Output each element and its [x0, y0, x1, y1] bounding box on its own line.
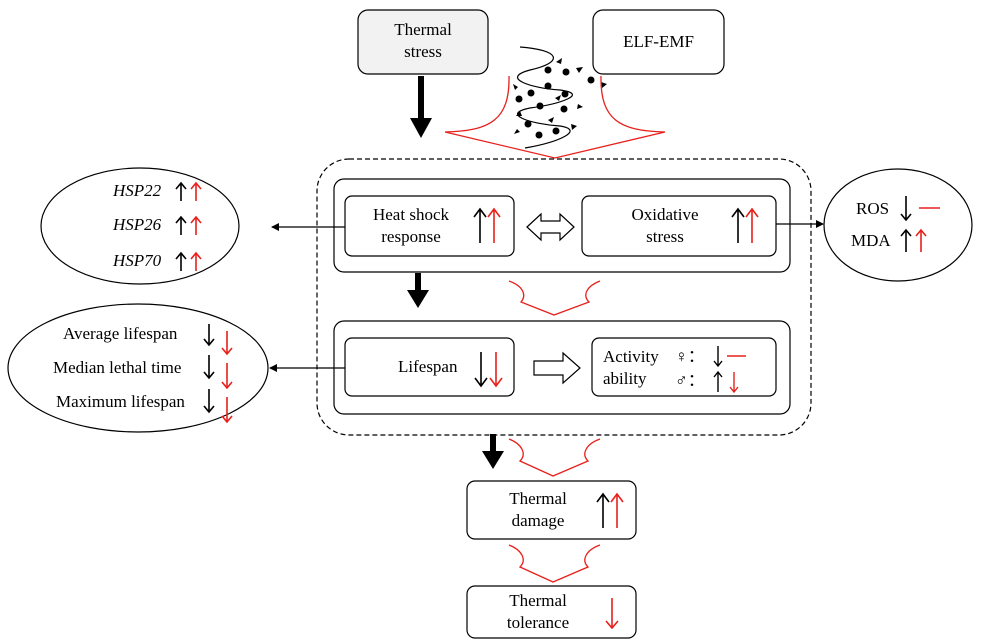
average-lifespan-label: Average lifespan: [63, 324, 178, 343]
damage-change-marks: [596, 492, 624, 528]
down-arrow-to-damage: [482, 434, 504, 469]
ros-label: ROS: [856, 199, 890, 218]
lifespan-label: Lifespan: [398, 357, 458, 376]
male-activity-marks: [713, 370, 739, 394]
activity-ability-label: Activity ability: [603, 347, 659, 388]
thermal-stress-box: [357, 9, 489, 75]
emf-funnel-arrow-bottom: [508, 438, 601, 477]
hsp-change-marks: [175, 181, 202, 271]
female-symbol: ♀：: [675, 347, 705, 366]
hsp22-label: HSP22: [113, 181, 162, 200]
thermal-tolerance-box: [466, 585, 637, 639]
hsp26-label: HSP26: [113, 215, 162, 234]
thermal-damage-label: Thermal damage: [509, 489, 567, 530]
emf-funnel-arrow-mid: [508, 280, 601, 316]
hsr-change-marks: [473, 207, 501, 243]
lifespan-metric-marks: [203, 324, 233, 424]
tolerance-change-mark: [605, 598, 619, 630]
ros-mda-change-marks: [900, 196, 940, 252]
hsp-ellipse: [40, 167, 240, 285]
emf-funnel-arrow-last: [508, 544, 601, 583]
female-activity-marks: [713, 346, 746, 368]
mda-label: MDA: [851, 231, 891, 250]
lifespan-to-activity-arrow: [533, 351, 581, 385]
bidirectional-arrow: [526, 212, 575, 242]
male-symbol: ♂：: [675, 371, 705, 390]
hsp70-label: HSP70: [113, 251, 162, 270]
oxidative-change-marks: [731, 207, 759, 243]
thermal-stress-label: Thermal stress: [394, 20, 452, 61]
lifespan-box: [344, 337, 515, 397]
elf-emf-label: ELF-EMF: [623, 32, 694, 51]
inner-down-arrow: [407, 273, 429, 308]
ros-mda-ellipse: [823, 168, 973, 282]
median-lethal-time-label: Median lethal time: [53, 358, 182, 377]
heat-shock-label: Heat shock response: [372, 205, 449, 246]
thermal-damage-box: [466, 480, 637, 540]
heat-shock-box: [344, 195, 515, 257]
oxidative-stress-label: Oxidative stress: [631, 205, 699, 246]
emf-funnel-arrow-top: [444, 75, 666, 159]
lifespan-change-marks: [474, 352, 503, 388]
thermal-stress-arrow: [410, 76, 432, 138]
emf-wave-icon: [513, 46, 607, 149]
elf-emf-box: [592, 9, 725, 75]
activity-box: [591, 337, 777, 397]
thermal-tolerance-label: Thermal tolerance: [506, 591, 570, 632]
oxidative-stress-box: [581, 195, 777, 257]
dashed-container: [316, 158, 812, 436]
lifespan-metrics-ellipse: [7, 303, 269, 433]
upper-inner-box: [333, 178, 791, 273]
maximum-lifespan-label: Maximum lifespan: [56, 392, 185, 411]
